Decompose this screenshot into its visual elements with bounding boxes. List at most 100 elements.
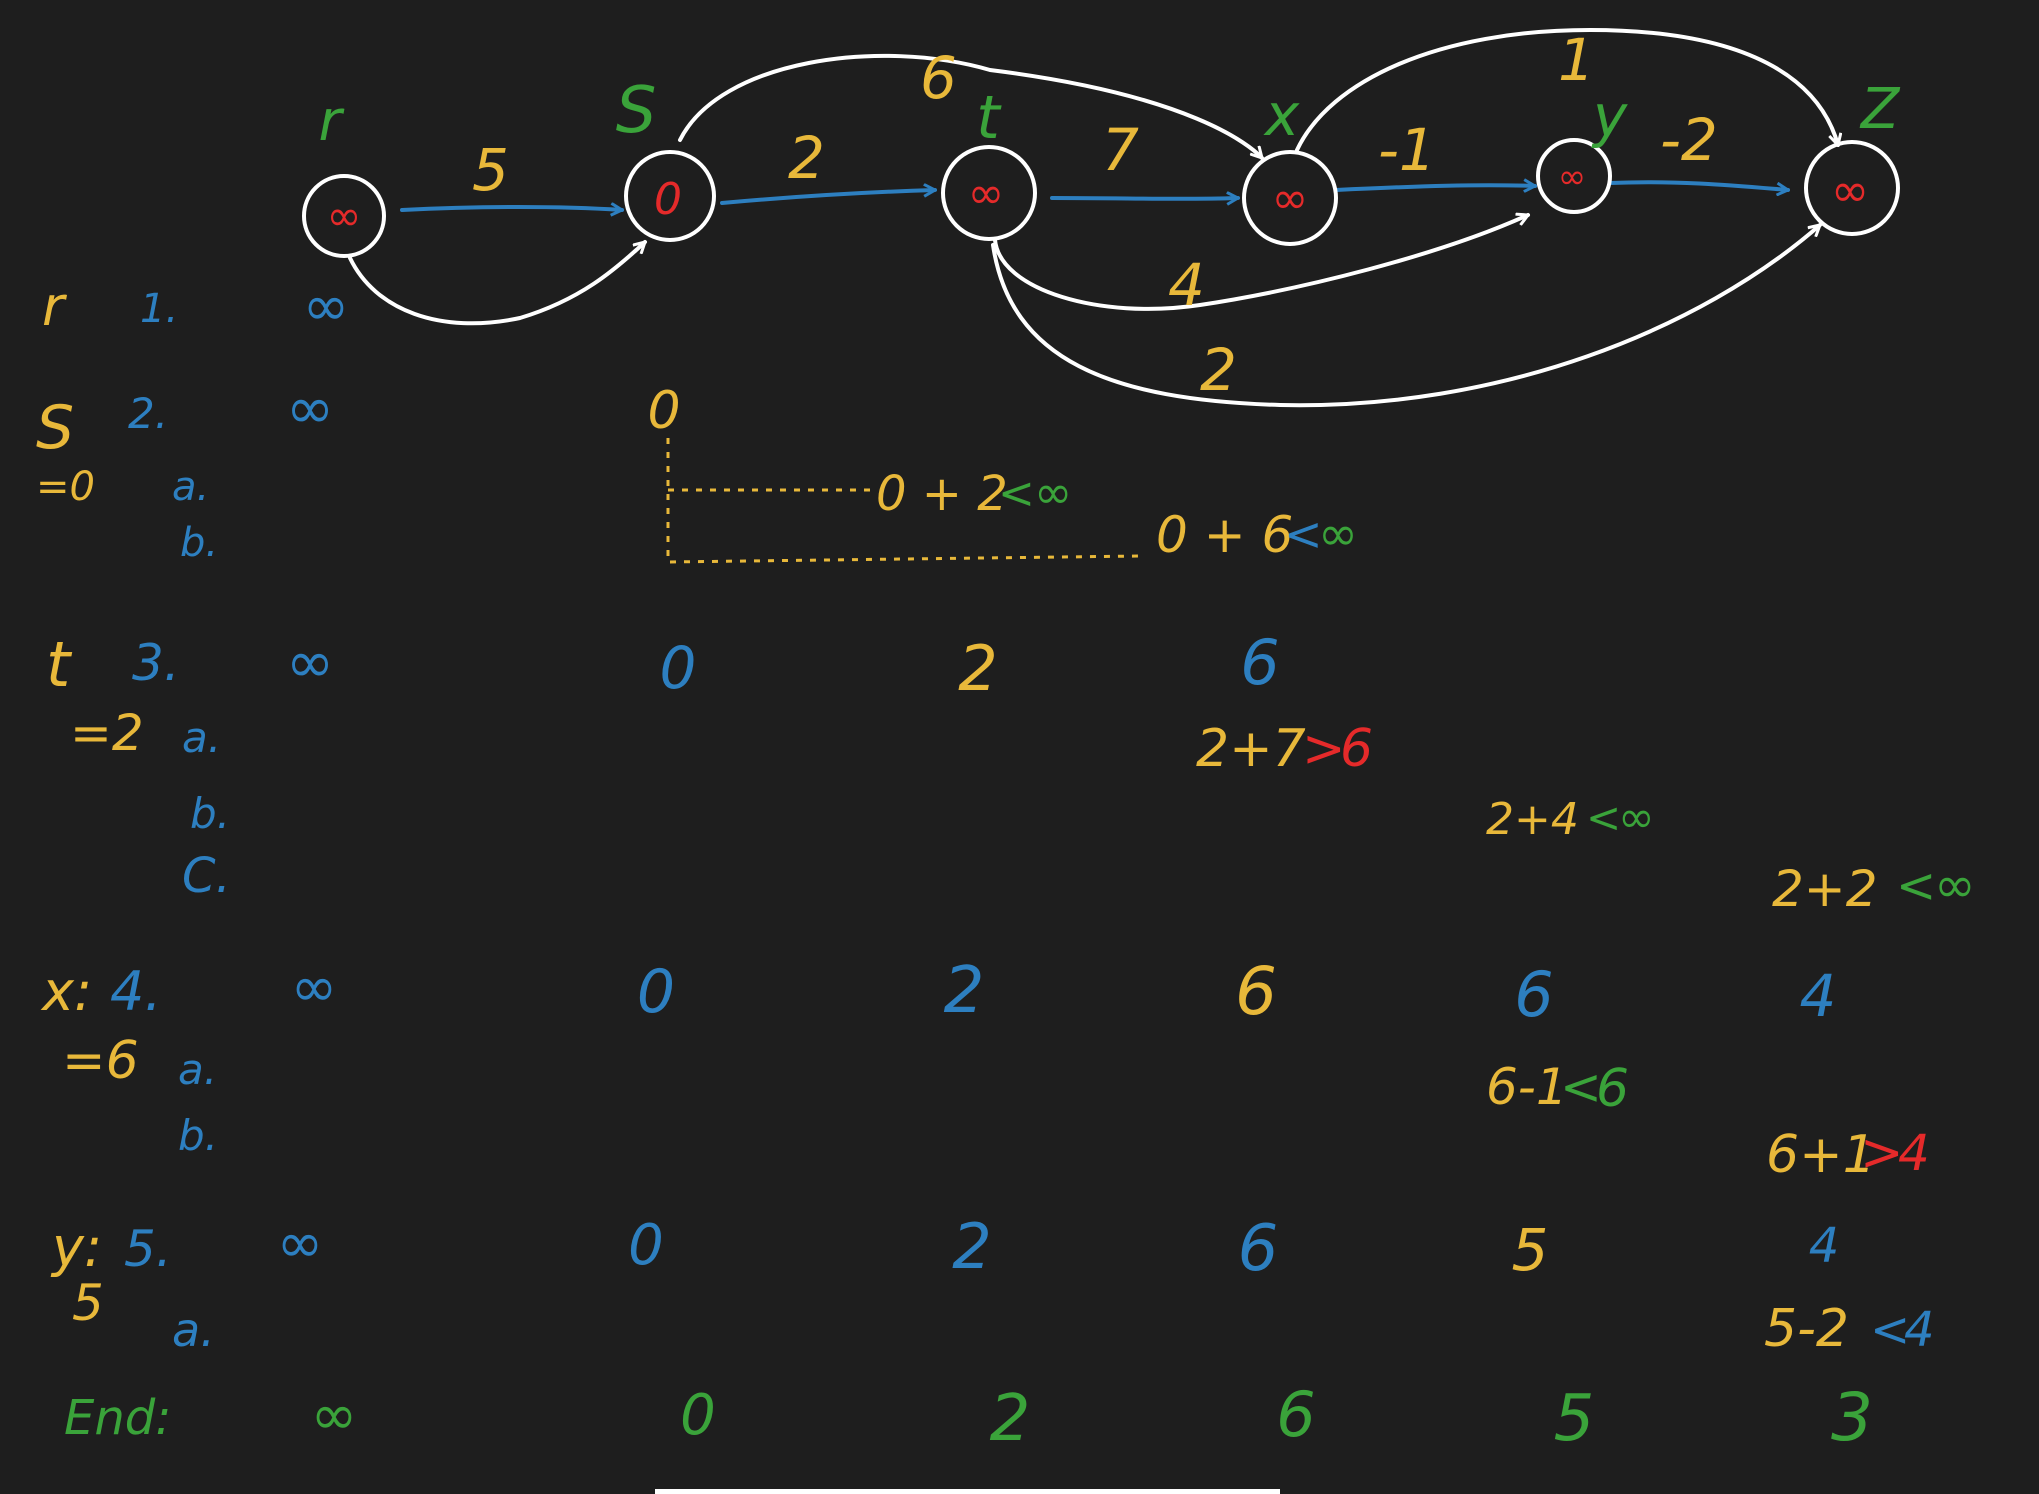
node-t: ∞ t	[941, 83, 1037, 241]
svg-text:t: t	[976, 83, 1002, 153]
edge-r-s	[400, 207, 622, 210]
edge-y-z	[1608, 180, 1788, 190]
step-s-val-r: ∞	[286, 374, 334, 442]
edge-t-z	[991, 225, 1820, 408]
edge-s-x	[678, 53, 1262, 158]
step-y-val-x: 6	[1238, 1212, 1279, 1286]
step-y-val-s: 0	[628, 1213, 664, 1278]
end-val-s: 0	[680, 1383, 716, 1448]
end-label: End:	[64, 1390, 171, 1446]
step-r-num: 1.	[140, 286, 178, 332]
step-t-eq: =2	[70, 704, 144, 762]
step-y-val-y: 5	[1512, 1216, 1549, 1284]
step-x: x: 4. =6 a. b. ∞ 0 2 6 6 4 6-1 < 6 6+1 >…	[40, 953, 1930, 1185]
svg-text:<: <	[1284, 507, 1323, 561]
step-s-sub-a: a.	[172, 464, 209, 510]
weight-t-x: 7	[1102, 116, 1139, 184]
step-x-val-t: 2	[944, 954, 985, 1028]
svg-text:5-2: 5-2	[1764, 1299, 1849, 1359]
svg-text:0 + 6: 0 + 6	[1156, 506, 1293, 564]
weight-s-x: 6	[920, 44, 957, 112]
step-y-val-t: 2	[952, 1210, 991, 1283]
step-s-val-s: 0	[647, 381, 680, 441]
svg-text:0: 0	[654, 174, 682, 225]
svg-text:∞: ∞	[1934, 856, 1976, 914]
svg-text:∞: ∞	[1618, 792, 1655, 843]
step-x-node: x:	[40, 960, 92, 1023]
step-x-num: 4.	[110, 960, 162, 1023]
svg-text:6-1: 6-1	[1486, 1058, 1568, 1116]
edge-x-y	[1334, 185, 1535, 190]
step-t-sub-b: b.	[190, 789, 230, 838]
step-s-sub-b: b.	[180, 520, 218, 566]
end-val-x: 6	[1276, 1378, 1315, 1451]
step-s-node: S	[36, 393, 74, 463]
edge-t-x	[1050, 198, 1238, 199]
step-y-val-r: ∞	[277, 1211, 324, 1276]
bottom-edge-bar	[655, 1489, 1280, 1494]
step-s-note-a: 0 + 2 < ∞	[876, 465, 1072, 522]
step-x-sub-b: b.	[178, 1111, 218, 1160]
step-t-note-b: 2+4 < ∞	[1486, 792, 1655, 845]
svg-text:<: <	[1896, 858, 1936, 914]
svg-text:∞: ∞	[1831, 163, 1869, 217]
step-s: S =0 2. a. b. ∞ 0 0 + 2 < ∞ 0 + 6 < ∞	[36, 374, 1358, 566]
svg-text:Z: Z	[1859, 77, 1901, 142]
end-val-r: ∞	[311, 1383, 358, 1448]
node-r: ∞ r	[302, 89, 386, 258]
svg-text:6: 6	[1596, 1059, 1629, 1119]
edge-weights: 5 2 6 7 4 2 -1 1 -2	[472, 26, 1718, 404]
node-y: ∞ y	[1536, 82, 1628, 214]
step-t-val-s: 0	[660, 634, 697, 702]
weight-y-z: -2	[1660, 106, 1718, 174]
end-val-y: 5	[1554, 1382, 1595, 1456]
graph-edges	[348, 27, 1838, 408]
step-s-dotted-connector	[666, 438, 1141, 564]
end-row: End: ∞ 0 2 6 5 3	[64, 1378, 1873, 1456]
svg-text:2+2: 2+2	[1772, 860, 1878, 918]
svg-text:<: <	[1560, 1058, 1602, 1116]
step-t-sub-a: a.	[182, 713, 221, 762]
svg-text:0 + 2: 0 + 2	[876, 466, 1008, 522]
step-x-val-r: ∞	[291, 955, 338, 1020]
svg-text:4: 4	[1904, 1302, 1935, 1358]
step-t-val-t: 2	[958, 632, 997, 705]
edge-s-t	[720, 190, 935, 205]
step-s-eq: =0	[36, 464, 95, 510]
step-y-sub-a: a.	[172, 1303, 215, 1357]
step-t-note-a: 2+7 > 6	[1196, 719, 1373, 779]
step-x-note-b: 6+1 > 4	[1766, 1123, 1930, 1185]
svg-text:<: <	[998, 468, 1035, 519]
svg-text:4: 4	[1898, 1124, 1930, 1182]
step-x-val-y: 6	[1514, 958, 1553, 1031]
svg-text:x: x	[1263, 81, 1300, 149]
step-r-node: r	[42, 275, 67, 338]
step-t-note-c: 2+2 < ∞	[1772, 856, 1976, 918]
edge-t-y	[993, 215, 1528, 311]
svg-text:r: r	[318, 89, 344, 154]
step-x-val-z: 4	[1800, 962, 1837, 1030]
node-x: ∞ x	[1242, 81, 1338, 246]
svg-text:>: >	[1302, 719, 1346, 779]
step-t: t =2 3. a. b. C. ∞ 0 2 6 2+7 > 6 2+4 < ∞…	[46, 626, 1976, 918]
node-s: 0 S	[616, 74, 716, 242]
step-y-eq: 5	[72, 1274, 104, 1332]
svg-text:y: y	[1591, 82, 1628, 150]
step-x-sub-a: a.	[178, 1045, 217, 1094]
svg-text:2+4: 2+4	[1486, 794, 1579, 845]
svg-text:6+1: 6+1	[1766, 1125, 1876, 1185]
step-y-val-z: 4	[1809, 1218, 1840, 1274]
svg-text:∞: ∞	[1034, 465, 1072, 519]
svg-text:∞: ∞	[327, 191, 362, 240]
step-y-node: y:	[50, 1216, 102, 1279]
step-s-note-b: 0 + 6 < ∞	[1156, 506, 1358, 564]
step-x-val-x: 6	[1235, 953, 1277, 1030]
step-t-val-r: ∞	[286, 628, 334, 696]
weight-t-y: 4	[1168, 251, 1205, 319]
weight-r-s: 5	[472, 136, 509, 204]
step-s-num: 2.	[128, 389, 168, 438]
svg-text:2+7: 2+7	[1196, 719, 1306, 779]
weight-t-z: 2	[1200, 336, 1237, 404]
edge-x-z	[1295, 27, 1838, 152]
step-r: r 1. ∞	[42, 274, 349, 339]
